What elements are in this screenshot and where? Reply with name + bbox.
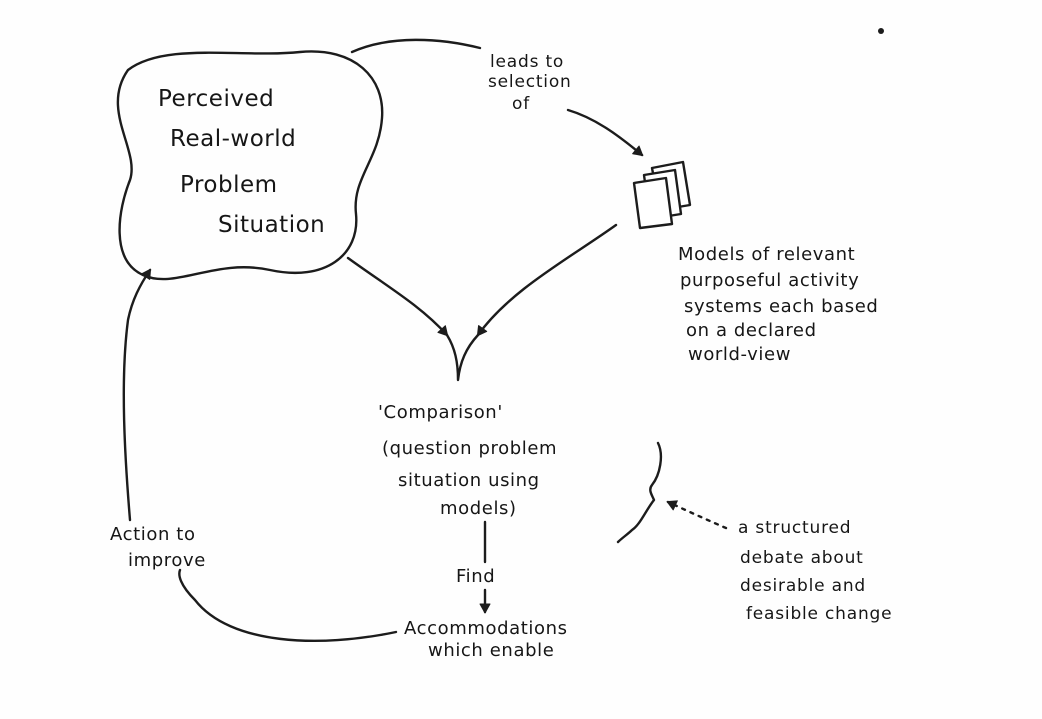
models-line-3: systems each based [684,296,879,317]
debate-brace [616,441,663,544]
comparison-line-1: 'Comparison' [378,402,503,423]
comparison-line-3: situation using [398,470,540,491]
leads-to-line-1: leads to [490,52,565,72]
blob-line-3: Problem [180,172,278,198]
models-line-2: purposeful activity [680,270,860,291]
ink-speck [878,28,884,34]
accommodations-line-2: which enable [428,640,555,661]
find-label: Find [456,566,496,587]
debate-line-3: desirable and [740,576,866,596]
models-line-5: world-view [688,344,792,365]
comparison-line-2: (question problem [382,438,558,459]
comparison-line-4: models) [440,498,517,519]
blob-line-2: Real-world [170,126,297,152]
models-line-4: on a declared [686,320,817,341]
loop-accommodations-to-action [178,568,398,643]
accommodations-line-1: Accommodations [404,618,568,639]
leads-to-line-2: selection [488,72,572,92]
models-line-1: Models of relevant [678,244,856,265]
problem-situation-blob [116,50,384,281]
blob-line-4: Situation [218,212,326,238]
convergence-cusp [445,333,480,382]
arrow-action-to-blob [122,268,152,522]
action-line-2: improve [128,550,206,571]
arrow-models-to-comparison [476,223,618,337]
arrow-selection-to-models [566,108,644,157]
debate-line-2: debate about [740,548,864,568]
arc-blob-to-leads [350,38,482,54]
models-stack-icon [632,160,692,230]
debate-line-1: a structured [738,518,852,538]
arrow-blob-to-comparison [346,256,449,337]
blob-line-1: Perceived [158,86,275,112]
dotted-arrow-to-brace [666,500,728,530]
action-line-1: Action to [110,524,196,545]
debate-line-4: feasible change [746,604,893,624]
leads-to-line-3: of [512,94,530,114]
